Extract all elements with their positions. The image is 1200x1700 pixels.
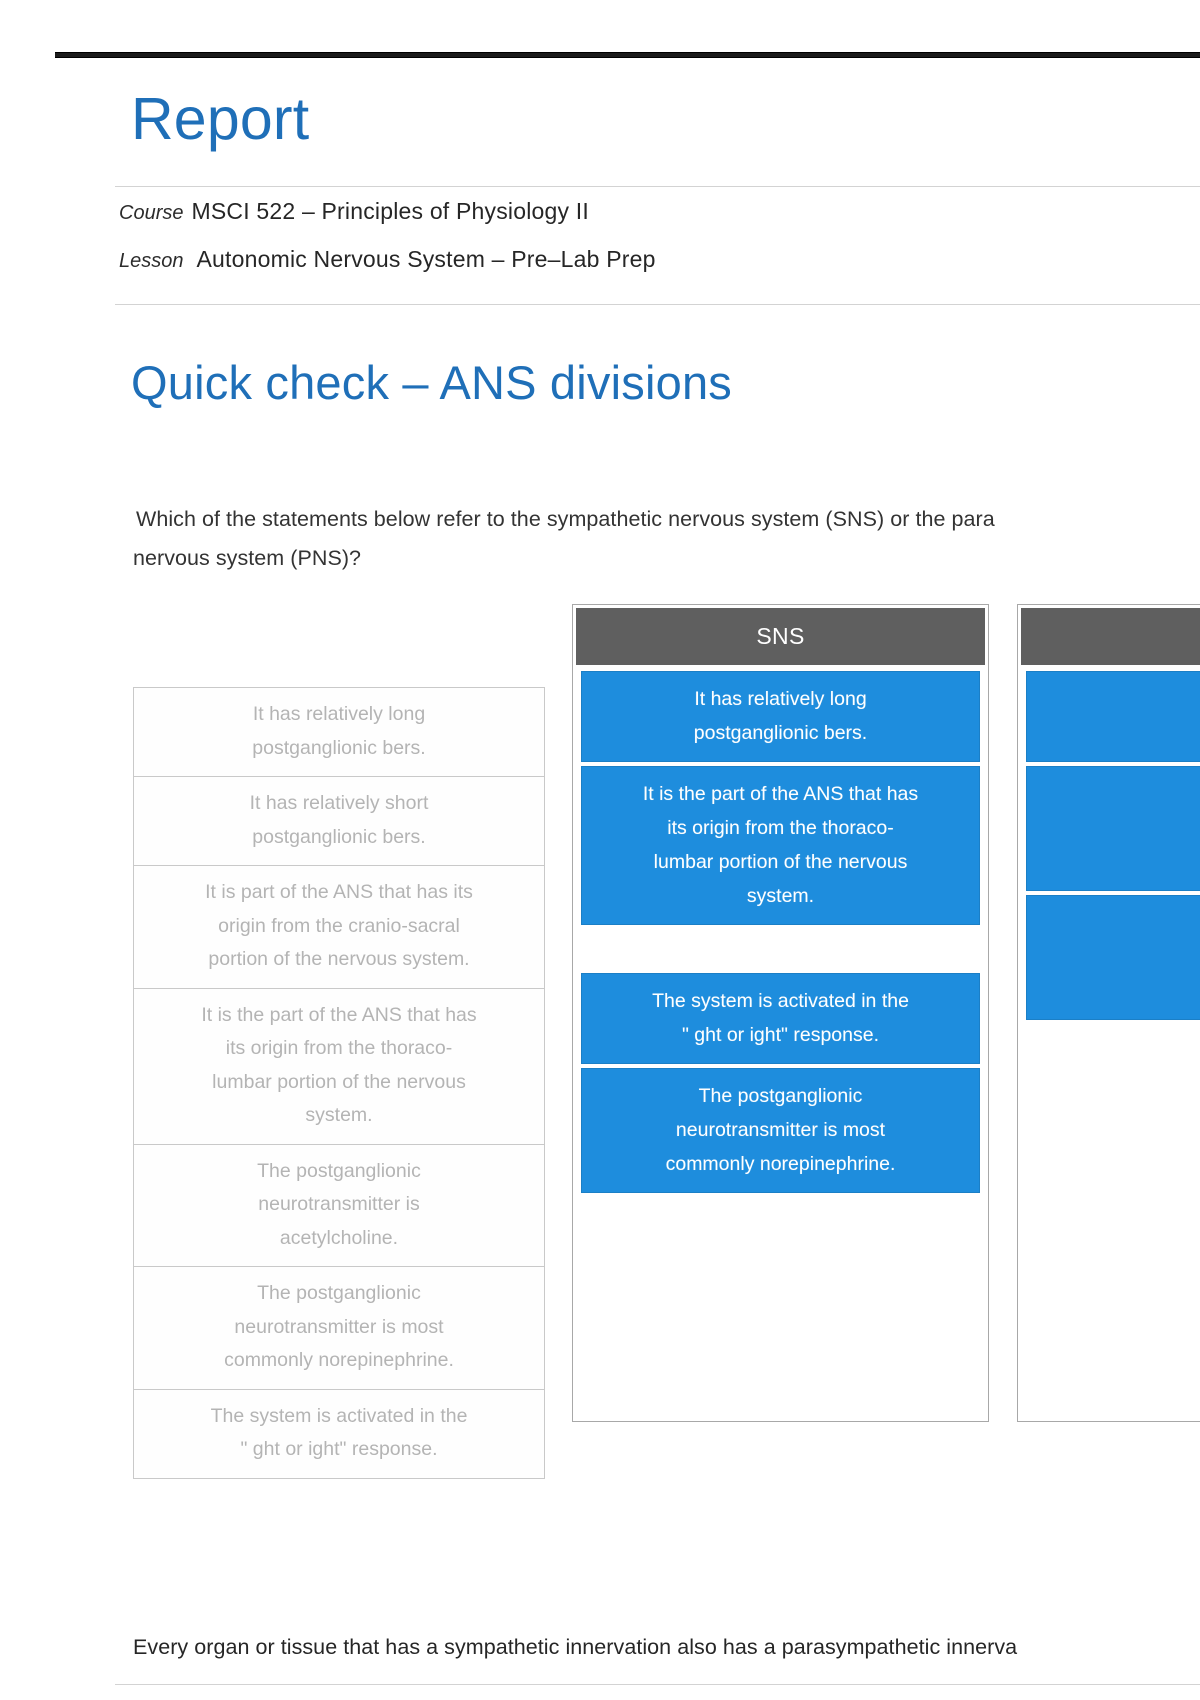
text-line: po bbox=[1041, 845, 1200, 879]
text-line: The postganglionic bbox=[698, 1085, 863, 1107]
text-line: its origin from the thoraco- bbox=[225, 1037, 453, 1059]
text-line: acetylcholine. bbox=[279, 1226, 399, 1249]
text-line bbox=[1041, 940, 1200, 974]
text-line: system. bbox=[746, 885, 815, 907]
text-line bbox=[1041, 906, 1200, 940]
page-bottom-rule bbox=[115, 1684, 1200, 1685]
text-line: It has relatively long bbox=[252, 703, 426, 725]
text-line: portion of the nervous system. bbox=[208, 948, 470, 970]
statement-pool: It has relatively long postganglionic ber… bbox=[133, 687, 545, 1479]
question-line-1: Which of the statements below refer to t… bbox=[136, 507, 995, 531]
text-line: The postganglionic bbox=[257, 1282, 421, 1304]
question-line-2: nervous system (PNS)? bbox=[133, 546, 362, 570]
answer-card[interactable]: It is the part of the ANS that has its or… bbox=[581, 766, 980, 925]
text-line bbox=[1041, 682, 1200, 716]
text-line: neurotransmitter is bbox=[258, 1193, 420, 1215]
text-line: commonly norepinephrine. bbox=[224, 1349, 454, 1371]
question-prompt: Which of the statements below refer to t… bbox=[133, 500, 1200, 578]
meta-row-lesson: Lesson Autonomic Nervous System – Pre–Lab… bbox=[119, 246, 656, 273]
text-line: neurotransmitter is most bbox=[234, 1315, 444, 1338]
pool-statement-item[interactable]: It is the part of the ANS that has its or… bbox=[134, 988, 544, 1145]
pool-statement-item[interactable]: It is part of the ANS that has its origin… bbox=[134, 866, 544, 989]
text-line: postganglionic bers. bbox=[252, 825, 426, 848]
course-label: Course bbox=[119, 202, 184, 224]
answer-card[interactable] bbox=[1026, 671, 1200, 762]
text-line: It has relatively short bbox=[249, 792, 429, 814]
pool-statement-item[interactable]: It has relatively short postganglionic be… bbox=[134, 777, 544, 866]
course-value: MSCI 522 – Principles of Physiology II bbox=[191, 198, 589, 224]
text-line: It is the part of the ANS that has bbox=[642, 783, 919, 805]
text-line: origin from the cranio-sacral bbox=[218, 914, 460, 937]
pool-statement-item[interactable]: The system is activated in the " ght or i… bbox=[134, 1389, 544, 1478]
answer-card[interactable]: It has relatively long postganglionic ber… bbox=[581, 671, 980, 762]
meta-row-course: Course MSCI 522 – Principles of Physiolog… bbox=[119, 198, 589, 225]
text-line: postganglionic bers. bbox=[252, 736, 426, 759]
drop-column-sns-body[interactable]: It has relatively long postganglionic ber… bbox=[573, 665, 988, 1205]
answer-card[interactable]: The postganglionic neurotransmitter is mo… bbox=[581, 1068, 980, 1193]
text-line: The postganglionic bbox=[257, 1159, 421, 1182]
text-line: It i bbox=[1041, 777, 1200, 811]
text-line: It is part of the ANS that has its bbox=[205, 881, 473, 903]
meta-divider-bottom bbox=[115, 304, 1200, 305]
pool-statement-item[interactable]: The postganglionic neurotransmitter is ace… bbox=[134, 1144, 544, 1267]
drop-column-pns-body[interactable]: It ioripo bbox=[1018, 665, 1200, 1032]
text-line bbox=[1041, 716, 1200, 750]
text-line: It has relatively long bbox=[694, 688, 867, 710]
text-line: " ght or ight" response. bbox=[681, 1024, 880, 1046]
text-line: It is the part of the ANS that has bbox=[201, 1003, 477, 1026]
text-line: " ght or ight" response. bbox=[240, 1438, 438, 1460]
drop-column-pns[interactable]: It ioripo bbox=[1017, 604, 1200, 1422]
page-top-rule bbox=[55, 52, 1200, 58]
answer-card[interactable]: It ioripo bbox=[1026, 766, 1200, 891]
section-heading: Quick check – ANS divisions bbox=[131, 356, 732, 409]
text-line bbox=[1041, 974, 1200, 1008]
lesson-label: Lesson bbox=[119, 250, 184, 272]
drop-column-pns-header bbox=[1021, 608, 1200, 665]
answer-card[interactable]: The system is activated in the " ght or i… bbox=[581, 973, 980, 1064]
text-line: ori bbox=[1041, 811, 1200, 845]
text-line: neurotransmitter is most bbox=[675, 1119, 886, 1141]
page-title: Report bbox=[131, 86, 310, 152]
drop-column-sns-header: SNS bbox=[576, 608, 985, 665]
text-line: lumbar portion of the nervous bbox=[212, 1070, 466, 1093]
closing-statement: Every organ or tissue that has a sympath… bbox=[133, 1635, 1018, 1659]
meta-divider-top bbox=[115, 186, 1200, 187]
answer-card[interactable] bbox=[1026, 895, 1200, 1020]
lesson-value: Autonomic Nervous System – Pre–Lab Prep bbox=[196, 246, 656, 272]
drop-column-sns[interactable]: SNS It has relatively long postganglionic… bbox=[572, 604, 989, 1422]
text-line: system. bbox=[305, 1104, 373, 1126]
text-line: postganglionic bers. bbox=[693, 722, 868, 744]
pool-statement-item[interactable]: It has relatively long postganglionic ber… bbox=[134, 688, 544, 777]
text-line: its origin from the thoraco- bbox=[667, 817, 894, 839]
text-line: commonly norepinephrine. bbox=[665, 1153, 896, 1175]
pool-statement-item[interactable]: The postganglionic neurotransmitter is mo… bbox=[134, 1267, 544, 1390]
text-line: lumbar portion of the nervous bbox=[653, 851, 908, 873]
text-line: The system is activated in the bbox=[210, 1404, 468, 1427]
text-line: The system is activated in the bbox=[652, 990, 909, 1012]
